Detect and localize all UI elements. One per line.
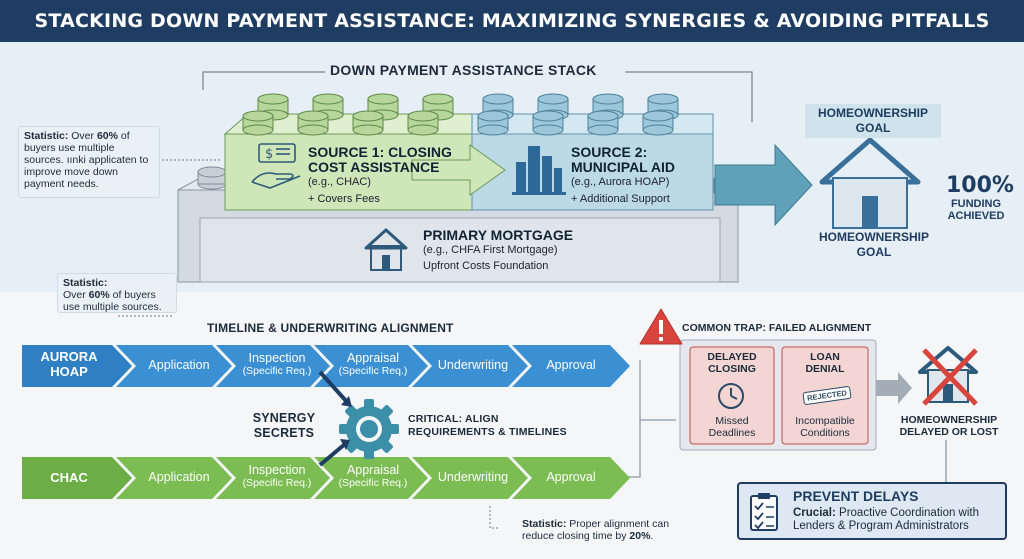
title-bar: STACKING DOWN PAYMENT ASSISTANCE: MAXIMI… <box>0 0 1024 42</box>
bracket-line <box>202 71 753 122</box>
goal-arrow <box>714 143 813 227</box>
aurora-step-underwriting: Underwriting <box>437 358 509 372</box>
chac-label: CHAC <box>50 470 88 485</box>
source1-text: SOURCE 1: CLOSING COST ASSISTANCE (e.g.,… <box>308 144 452 206</box>
delayed-closing-title: DELAYED CLOSING <box>707 351 757 375</box>
chac-step-appraisal: Appraisal(Specific Req.) <box>338 463 408 490</box>
critical-align-note: CRITICAL: ALIGN REQUIREMENTS & TIMELINES <box>408 413 567 438</box>
timeline-diagram <box>22 308 978 529</box>
synergy-secrets: SYNERGY SECRETS <box>252 411 316 440</box>
house-small-icon <box>364 228 408 271</box>
stack-heading: DOWN PAYMENT ASSISTANCE STACK <box>330 62 597 78</box>
base-slab-inner <box>199 217 721 283</box>
statistic-note-bottom: Statistic: Proper alignment can reduce c… <box>522 518 670 542</box>
goal-label-top: HOMEOWNERSHIP GOAL <box>805 104 941 138</box>
crossed-house-icon <box>918 346 978 406</box>
aurora-step-approval: Approval <box>546 358 596 372</box>
aurora-track <box>22 345 630 387</box>
source-arrow <box>411 144 506 196</box>
result-arrow <box>876 372 912 404</box>
delayed-closing-sub: Missed Deadlines <box>708 415 756 439</box>
loan-denial-title: LOAN DENIAL <box>805 351 845 375</box>
arrow-from-inspection <box>318 370 349 404</box>
clock-icon <box>718 383 744 409</box>
prevent-delays-box: PREVENT DELAYS Crucial: Proactive Coordi… <box>737 482 1007 540</box>
city-buildings-icon <box>512 146 566 195</box>
aurora-step-application: Application <box>148 358 210 372</box>
funding-achieved: 100% FUNDING ACHIEVED <box>946 173 1014 222</box>
trap-title: COMMON TRAP: FAILED ALIGNMENT <box>682 322 872 334</box>
goal-label-bottom: HOMEOWNERSHIP GOAL <box>818 230 929 259</box>
aurora-step-appraisal: Appraisal(Specific Req.) <box>338 351 408 378</box>
block-studs <box>242 93 679 136</box>
arrow-from-appraisal <box>318 442 347 467</box>
gear-icon <box>339 399 399 459</box>
timeline-heading: TIMELINE & UNDERWRITING ALIGNMENT <box>207 321 454 335</box>
aurora-step-inspection: Inspection(Specific Req.) <box>242 351 312 378</box>
page-title: STACKING DOWN PAYMENT ASSISTANCE: MAXIMI… <box>34 10 990 32</box>
connector-aurora <box>639 360 676 421</box>
chac-step-application: Application <box>148 470 210 484</box>
warning-icon <box>639 308 683 345</box>
chac-track <box>22 457 630 499</box>
loan-denial-sub: Incompatible Conditions <box>795 415 855 439</box>
prevent-title: PREVENT DELAYS <box>793 488 919 504</box>
chac-step-inspection: Inspection(Specific Req.) <box>242 463 312 490</box>
statistic-note-mid: Statistic: Over 60% of buyers use multip… <box>57 273 177 313</box>
chac-step-approval: Approval <box>546 470 596 484</box>
bottom-note-connector <box>489 506 500 529</box>
money-hand-icon: $ <box>251 143 301 189</box>
stack-diagram: $ <box>162 71 921 283</box>
homeownership-lost-label: HOMEOWNERSHIP DELAYED OR LOST <box>899 414 999 438</box>
statistic-label: Statistic: <box>24 130 69 142</box>
source2-block <box>471 133 714 211</box>
aurora-hoap-label: AURORA HOAP <box>40 349 98 379</box>
connector-chac <box>622 420 641 478</box>
checklist-icon <box>750 493 778 531</box>
house-icon <box>819 137 921 229</box>
chac-step-underwriting: Underwriting <box>437 470 509 484</box>
base-text: PRIMARY MORTGAGE (e.g., CHFA First Mortg… <box>423 227 574 273</box>
svg-text:$: $ <box>265 147 273 162</box>
statistic-note-top: Statistic: Over 60% of buyers use multip… <box>18 126 160 198</box>
source2-text: SOURCE 2: MUNICIPAL AID (e.g., Aurora HO… <box>571 144 675 206</box>
